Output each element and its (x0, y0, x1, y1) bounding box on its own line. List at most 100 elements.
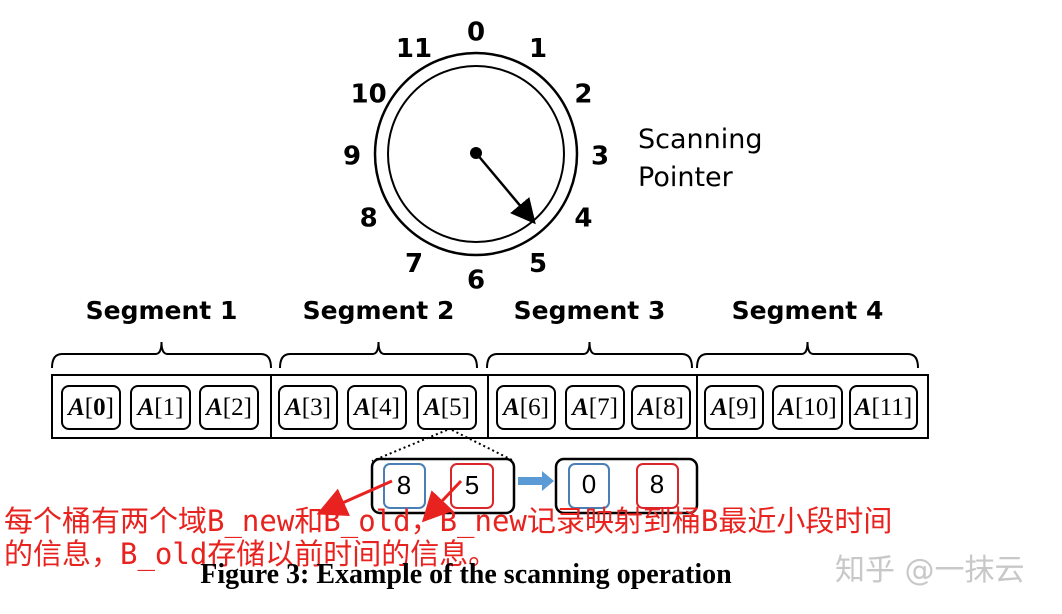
b-old-value: 8 (650, 469, 664, 499)
segment-label: Segment 3 (514, 296, 666, 325)
clock-number: 1 (529, 34, 547, 64)
b-old-value: 5 (465, 470, 479, 500)
b-new-field (568, 463, 610, 509)
bracket: [ (728, 394, 736, 421)
bracket: [ (371, 394, 379, 421)
array-cell: A[6] (496, 385, 556, 430)
bracket: ] (749, 394, 757, 421)
bracket: ] (676, 394, 684, 421)
bracket: ] (175, 394, 183, 421)
array-name: A (352, 394, 371, 421)
clock-outer-ring (373, 51, 579, 257)
array-index: 9 (736, 394, 749, 421)
array-index: 1 (163, 394, 176, 421)
array-name: A (853, 394, 872, 421)
svg-text:A[8]: A[8] (636, 394, 684, 421)
bracket: ] (323, 394, 331, 421)
bracket: [ (302, 394, 310, 421)
bracket: [ (154, 394, 162, 421)
bracket: [ (223, 394, 231, 421)
svg-text:A[0]: A[0] (66, 394, 114, 421)
svg-text:A[9]: A[9] (709, 394, 757, 421)
segment-brace (279, 341, 478, 369)
bracket: [ (520, 394, 528, 421)
array-cell: A[8] (631, 385, 691, 430)
array-cell: A[11] (849, 385, 918, 430)
zoom-line-right (451, 429, 515, 462)
array-name: A (709, 394, 728, 421)
segment-label: Segment 2 (303, 296, 455, 325)
array-name: A (283, 394, 302, 421)
array-index: 0 (93, 394, 106, 421)
array-index: 5 (449, 394, 462, 421)
b-old-field (450, 463, 494, 509)
segment-brace (51, 341, 272, 369)
bracket: [ (441, 394, 449, 421)
segment-brace (696, 341, 919, 369)
transition-arrow-icon (518, 471, 554, 491)
array-index: 3 (310, 394, 323, 421)
array-index: 4 (379, 394, 392, 421)
array-name: A (204, 394, 223, 421)
bracket: ] (392, 394, 400, 421)
svg-text:A[3]: A[3] (283, 394, 331, 421)
bracket: ] (610, 394, 618, 421)
bracket: ] (244, 394, 252, 421)
bracket: [ (795, 394, 803, 421)
array-index: 2 (231, 394, 244, 421)
segment-label: Segment 4 (732, 296, 884, 325)
annotation-arrow-old (421, 479, 463, 523)
clock-number: 11 (396, 34, 432, 64)
array-index: 11 (880, 394, 904, 421)
array-name: A (136, 394, 155, 421)
array-cell: A[5] (417, 385, 477, 430)
bracket: [ (85, 394, 93, 421)
b-new-value: 0 (582, 469, 596, 499)
svg-text:A[10]: A[10] (776, 394, 836, 421)
pointer-label-line2: Pointer (638, 162, 734, 193)
clock-inner-ring (387, 65, 565, 243)
svg-text:A[1]: A[1] (136, 394, 184, 421)
scanning-pointer-arrow (475, 152, 536, 225)
clock-number: 10 (351, 80, 387, 110)
b-old-field (636, 463, 679, 509)
annotation-line2: 的信息，B_old存储以前时间的信息。 (4, 537, 497, 572)
array-name: A (570, 394, 589, 421)
bracket: ] (541, 394, 549, 421)
array-index: 10 (803, 394, 828, 421)
bracket: [ (589, 394, 597, 421)
clock-number: 6 (467, 266, 485, 296)
b-new-value: 8 (397, 470, 411, 500)
bracket: ] (828, 394, 836, 421)
array-name: A (422, 394, 441, 421)
array-cell: A[10] (772, 385, 843, 430)
clock-number: 3 (591, 142, 609, 172)
array-cell: A[3] (278, 385, 338, 430)
segment-label: Segment 1 (86, 296, 238, 325)
bracket: ] (904, 394, 912, 421)
figure-caption: Figure 3: Example of the scanning operat… (200, 559, 732, 590)
array-index: 6 (528, 394, 541, 421)
bracket: ] (106, 394, 114, 421)
array-cell: A[2] (199, 385, 259, 430)
bracket: [ (871, 394, 879, 421)
clock-number: 8 (360, 204, 378, 234)
array-cell: A[7] (565, 385, 625, 430)
array-cell: A[9] (704, 385, 764, 430)
clock-number: 5 (529, 249, 547, 279)
annotation-line1: 每个桶有两个域B_new和B_old，B_new记录映射到桶B最近小段时间 (4, 504, 892, 539)
array-cell: A[1] (130, 385, 191, 430)
clock-number: 0 (467, 18, 485, 48)
zoom-line-left (371, 429, 448, 462)
array-cell: A[4] (347, 385, 407, 430)
bucket-after: 0 8 (554, 457, 699, 515)
clock-number: 7 (405, 249, 423, 279)
array-name: A (636, 394, 655, 421)
svg-text:A[5]: A[5] (422, 394, 470, 421)
bracket: [ (655, 394, 663, 421)
bracket: ] (462, 394, 470, 421)
watermark: 知乎 @一抹云 (835, 553, 1025, 588)
svg-text:A[6]: A[6] (501, 394, 549, 421)
